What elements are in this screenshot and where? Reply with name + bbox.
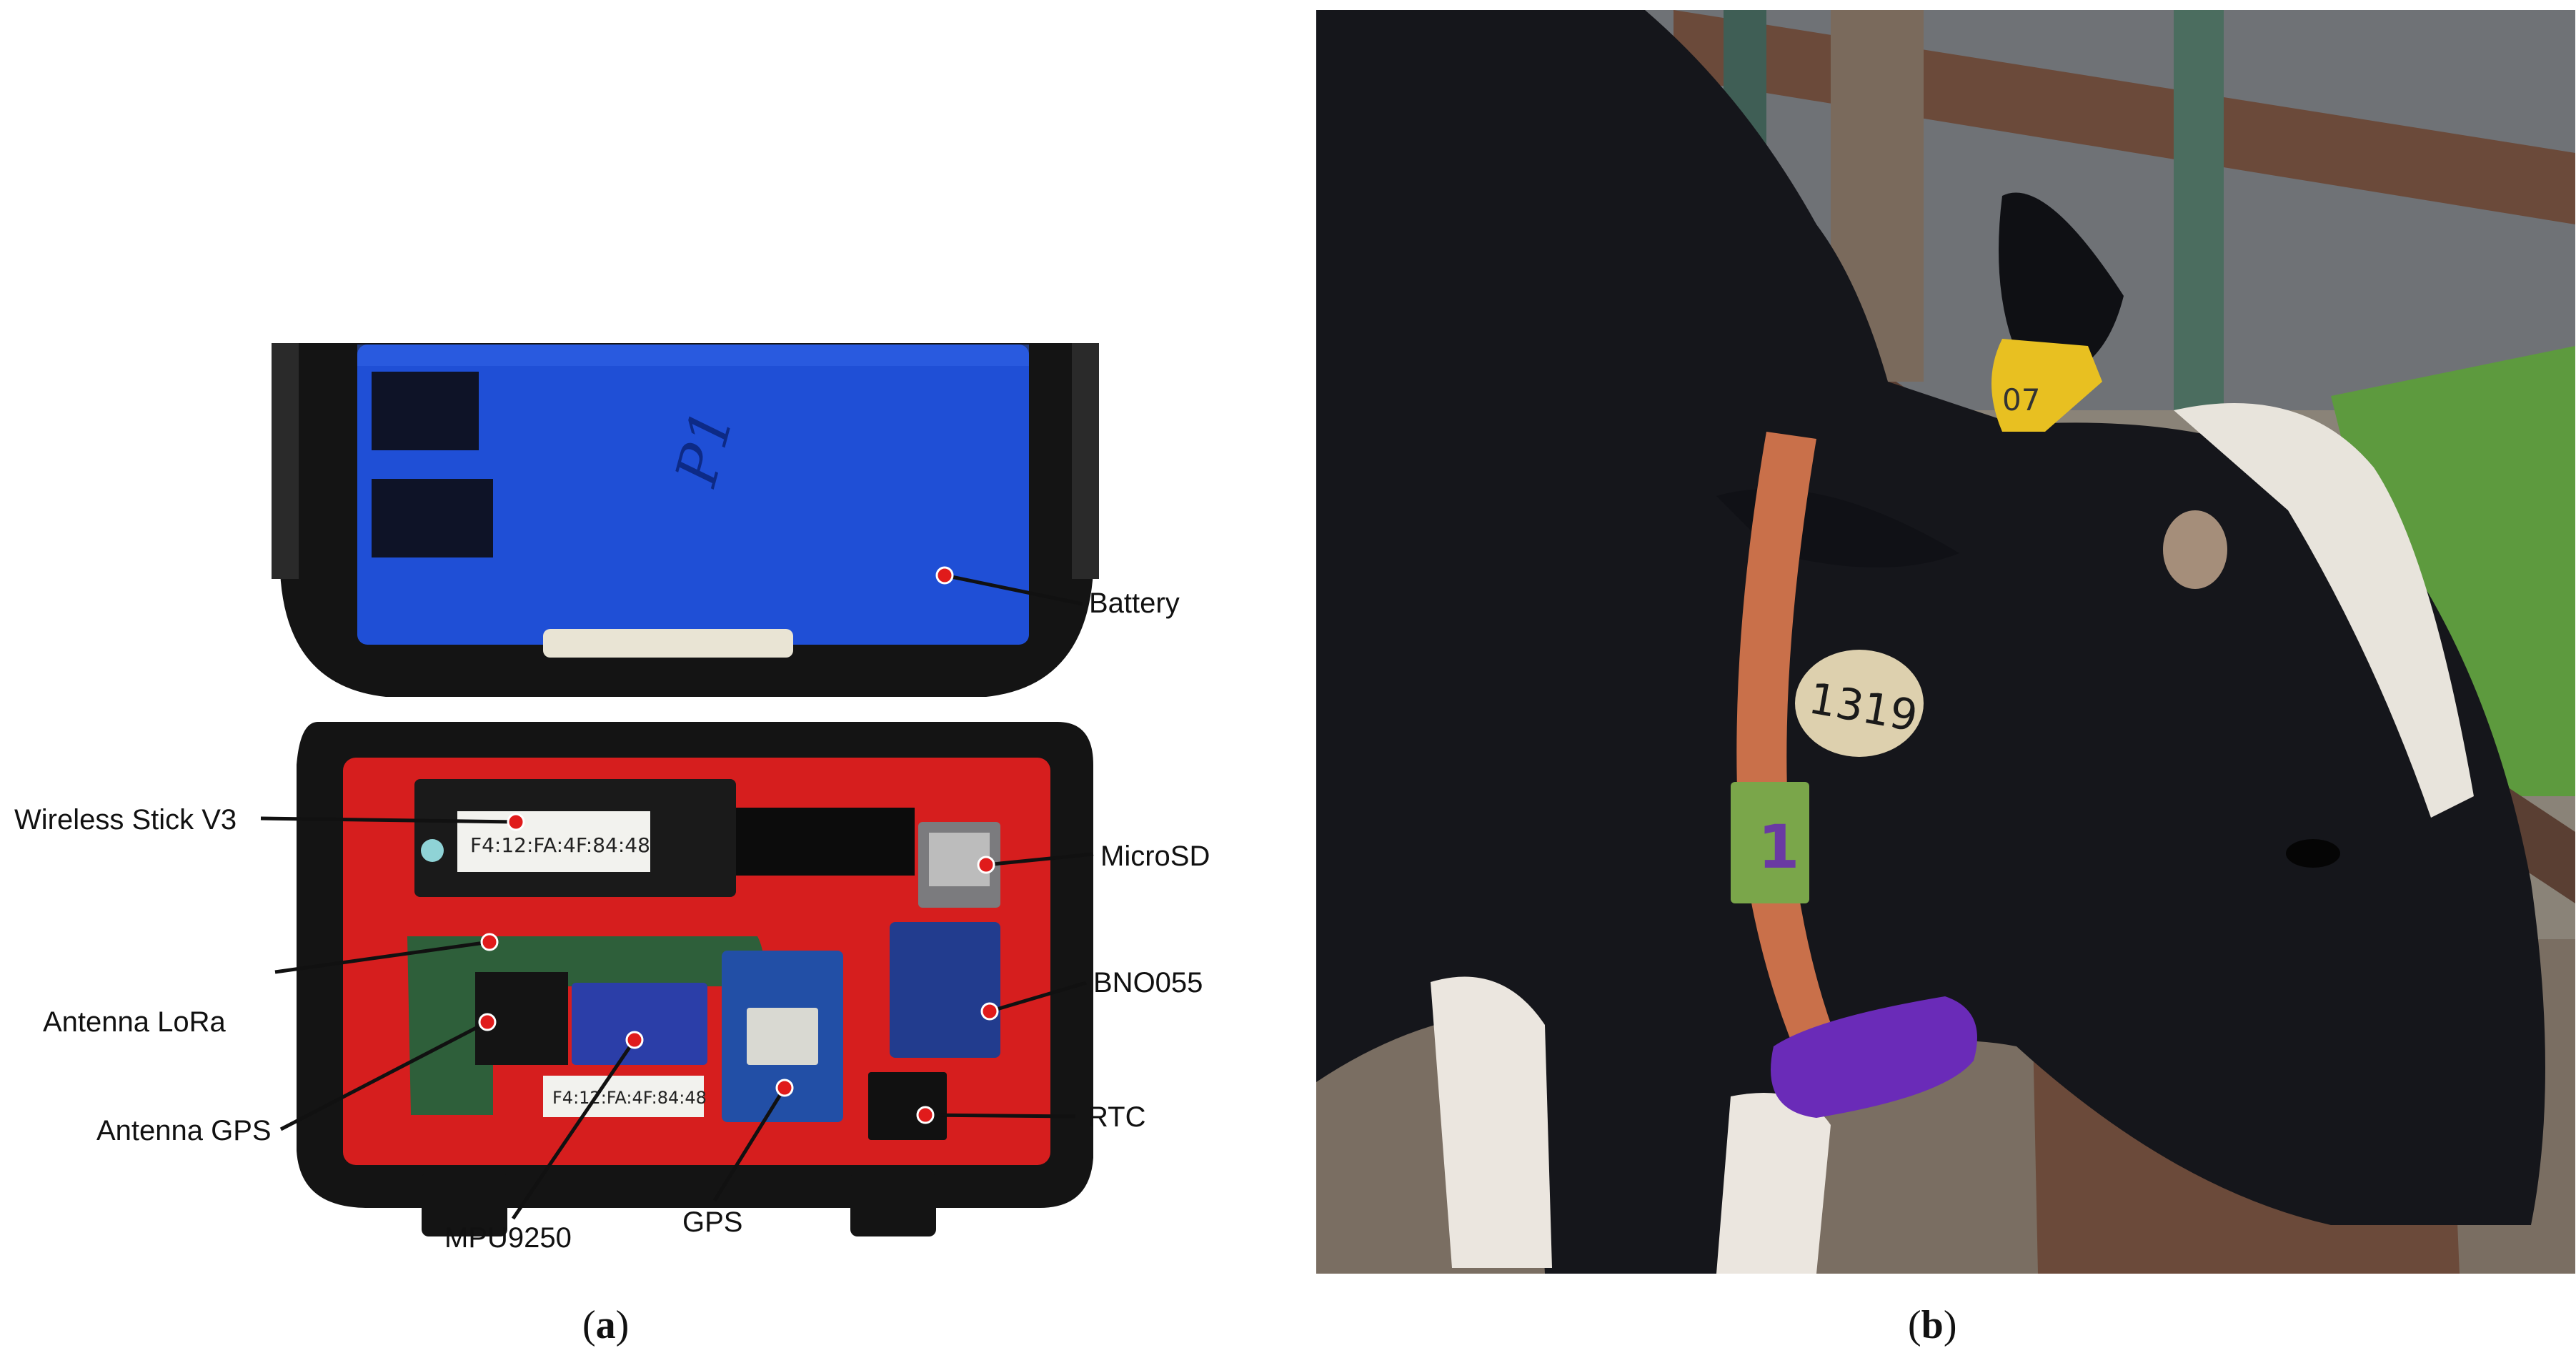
leg-white-right — [1716, 1093, 1831, 1274]
dot-microsd — [977, 856, 995, 874]
dot-rtc — [916, 1106, 935, 1124]
leader-rtc — [925, 1113, 1076, 1119]
caption-b: (b) — [1908, 1303, 1957, 1347]
grass — [2331, 346, 2575, 796]
case-latch-left — [422, 1172, 507, 1236]
collar — [1736, 432, 1845, 1068]
leader-mpu9250 — [511, 1039, 637, 1220]
label-mpu9250: MPU9250 — [444, 1222, 572, 1254]
cow-photo-illustration: 1 1319 07 — [1316, 10, 2575, 1274]
dot-battery — [935, 566, 954, 585]
device-photo: P1 F4:12:FA:4F:84:48 F4:12:FA:4F:84:48 — [260, 343, 1099, 1236]
dot-wireless-stick — [507, 813, 525, 831]
leader-wireless-stick — [260, 816, 517, 824]
case-latch-right — [850, 1172, 936, 1236]
caption-a: (a) — [582, 1303, 630, 1347]
label-microsd: MicroSD — [1100, 841, 1210, 872]
leader-battery — [944, 573, 1083, 606]
battery — [357, 345, 1029, 645]
horn-nub — [2163, 510, 2227, 589]
rtc-module — [868, 1072, 947, 1140]
leader-antenna-gps — [279, 1020, 489, 1131]
dot-antenna-gps — [478, 1013, 497, 1031]
cow-face-white — [2174, 403, 2474, 818]
cow-eye — [2286, 839, 2340, 868]
label-wireless-stick-v3: Wireless Stick V3 — [14, 804, 237, 836]
dot-antenna-lora — [480, 933, 499, 951]
leader-microsd — [985, 852, 1094, 867]
yellow-tag-text: 07 — [2002, 382, 2040, 417]
leg-white-left — [1431, 976, 1552, 1268]
leader-gps — [712, 1086, 787, 1202]
label-antenna-lora: Antenna LoRa — [43, 1006, 226, 1038]
board-sticker-text: F4:12:FA:4F:84:48 — [470, 833, 650, 857]
label-gps: GPS — [682, 1206, 743, 1238]
black-strip — [736, 808, 915, 876]
caption-b-letter: b — [1921, 1303, 1944, 1347]
cow-photo: 1 1319 07 — [1316, 10, 2575, 1274]
cow-body — [1316, 10, 2545, 1274]
collar-tag-number: 1 — [1758, 812, 1799, 882]
dot-gps — [775, 1079, 794, 1097]
led — [421, 839, 444, 862]
leader-bno055 — [989, 981, 1087, 1013]
battery-tape-2 — [372, 479, 493, 557]
label-battery: Battery — [1089, 588, 1180, 619]
battery-tape-bottom — [543, 629, 793, 658]
caption-a-letter: a — [595, 1303, 616, 1347]
battery-tape-1 — [372, 372, 479, 450]
dot-bno055 — [980, 1002, 999, 1021]
sensor-clip — [1771, 996, 1977, 1118]
lid-hinge-left — [272, 343, 299, 579]
label-rtc: RTC — [1088, 1101, 1146, 1133]
ear-tag — [1795, 650, 1924, 757]
mpu9250-module — [572, 983, 707, 1065]
cow-ear-back — [1999, 192, 2124, 382]
lid-hinge-right — [1072, 343, 1099, 579]
board-sticker-2 — [543, 1076, 704, 1117]
dot-mpu9250 — [625, 1031, 644, 1049]
label-bno055: BNO055 — [1093, 967, 1203, 998]
leader-antenna-lora — [274, 940, 490, 974]
collar-tag — [1731, 782, 1809, 903]
panel-a: P1 F4:12:FA:4F:84:48 F4:12:FA:4F:84:48 — [14, 343, 1210, 1347]
bno055-module — [890, 922, 1000, 1058]
label-antenna-gps: Antenna GPS — [96, 1115, 272, 1146]
yellow-tag — [1991, 339, 2102, 432]
board-sticker-text-2: F4:12:FA:4F:84:48 — [552, 1088, 707, 1108]
